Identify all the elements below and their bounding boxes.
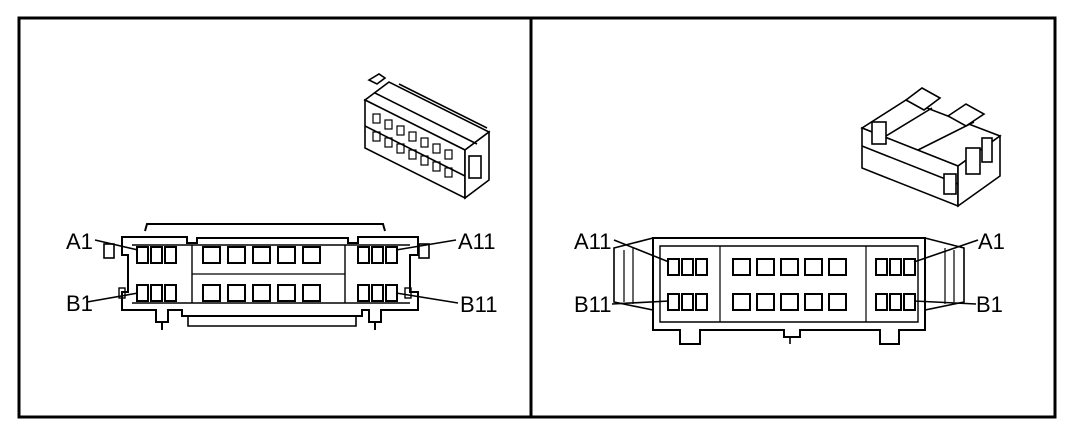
- label-b11-left: B11: [460, 292, 498, 317]
- leader-lines-left: [86, 239, 459, 304]
- cavity-row-a-left: [136, 246, 398, 264]
- leader-lines-right: [611, 239, 979, 305]
- right-panel: A11 A1 B11 B1: [574, 87, 1005, 345]
- connector-3d-icon: [363, 73, 491, 200]
- label-a1-left: A1: [66, 229, 93, 254]
- label-a11-right: A11: [574, 229, 612, 254]
- label-b1-right: B1: [976, 292, 1003, 317]
- label-b1-left: B1: [66, 291, 93, 316]
- connector-face-left: [103, 223, 430, 330]
- label-a11-left: A11: [458, 229, 496, 254]
- outer-frame: [17, 16, 1057, 419]
- cavity-row-b-right: [667, 293, 916, 311]
- label-b11-right: B11: [574, 292, 612, 317]
- cavity-row-a-right: [667, 258, 916, 276]
- connector-3d-icon: [860, 87, 1002, 208]
- left-panel: A1 A11 B1 B11: [66, 73, 498, 330]
- cavity-row-b-left: [136, 284, 398, 302]
- label-a1-right: A1: [978, 229, 1005, 254]
- connector-face-right: [613, 236, 965, 345]
